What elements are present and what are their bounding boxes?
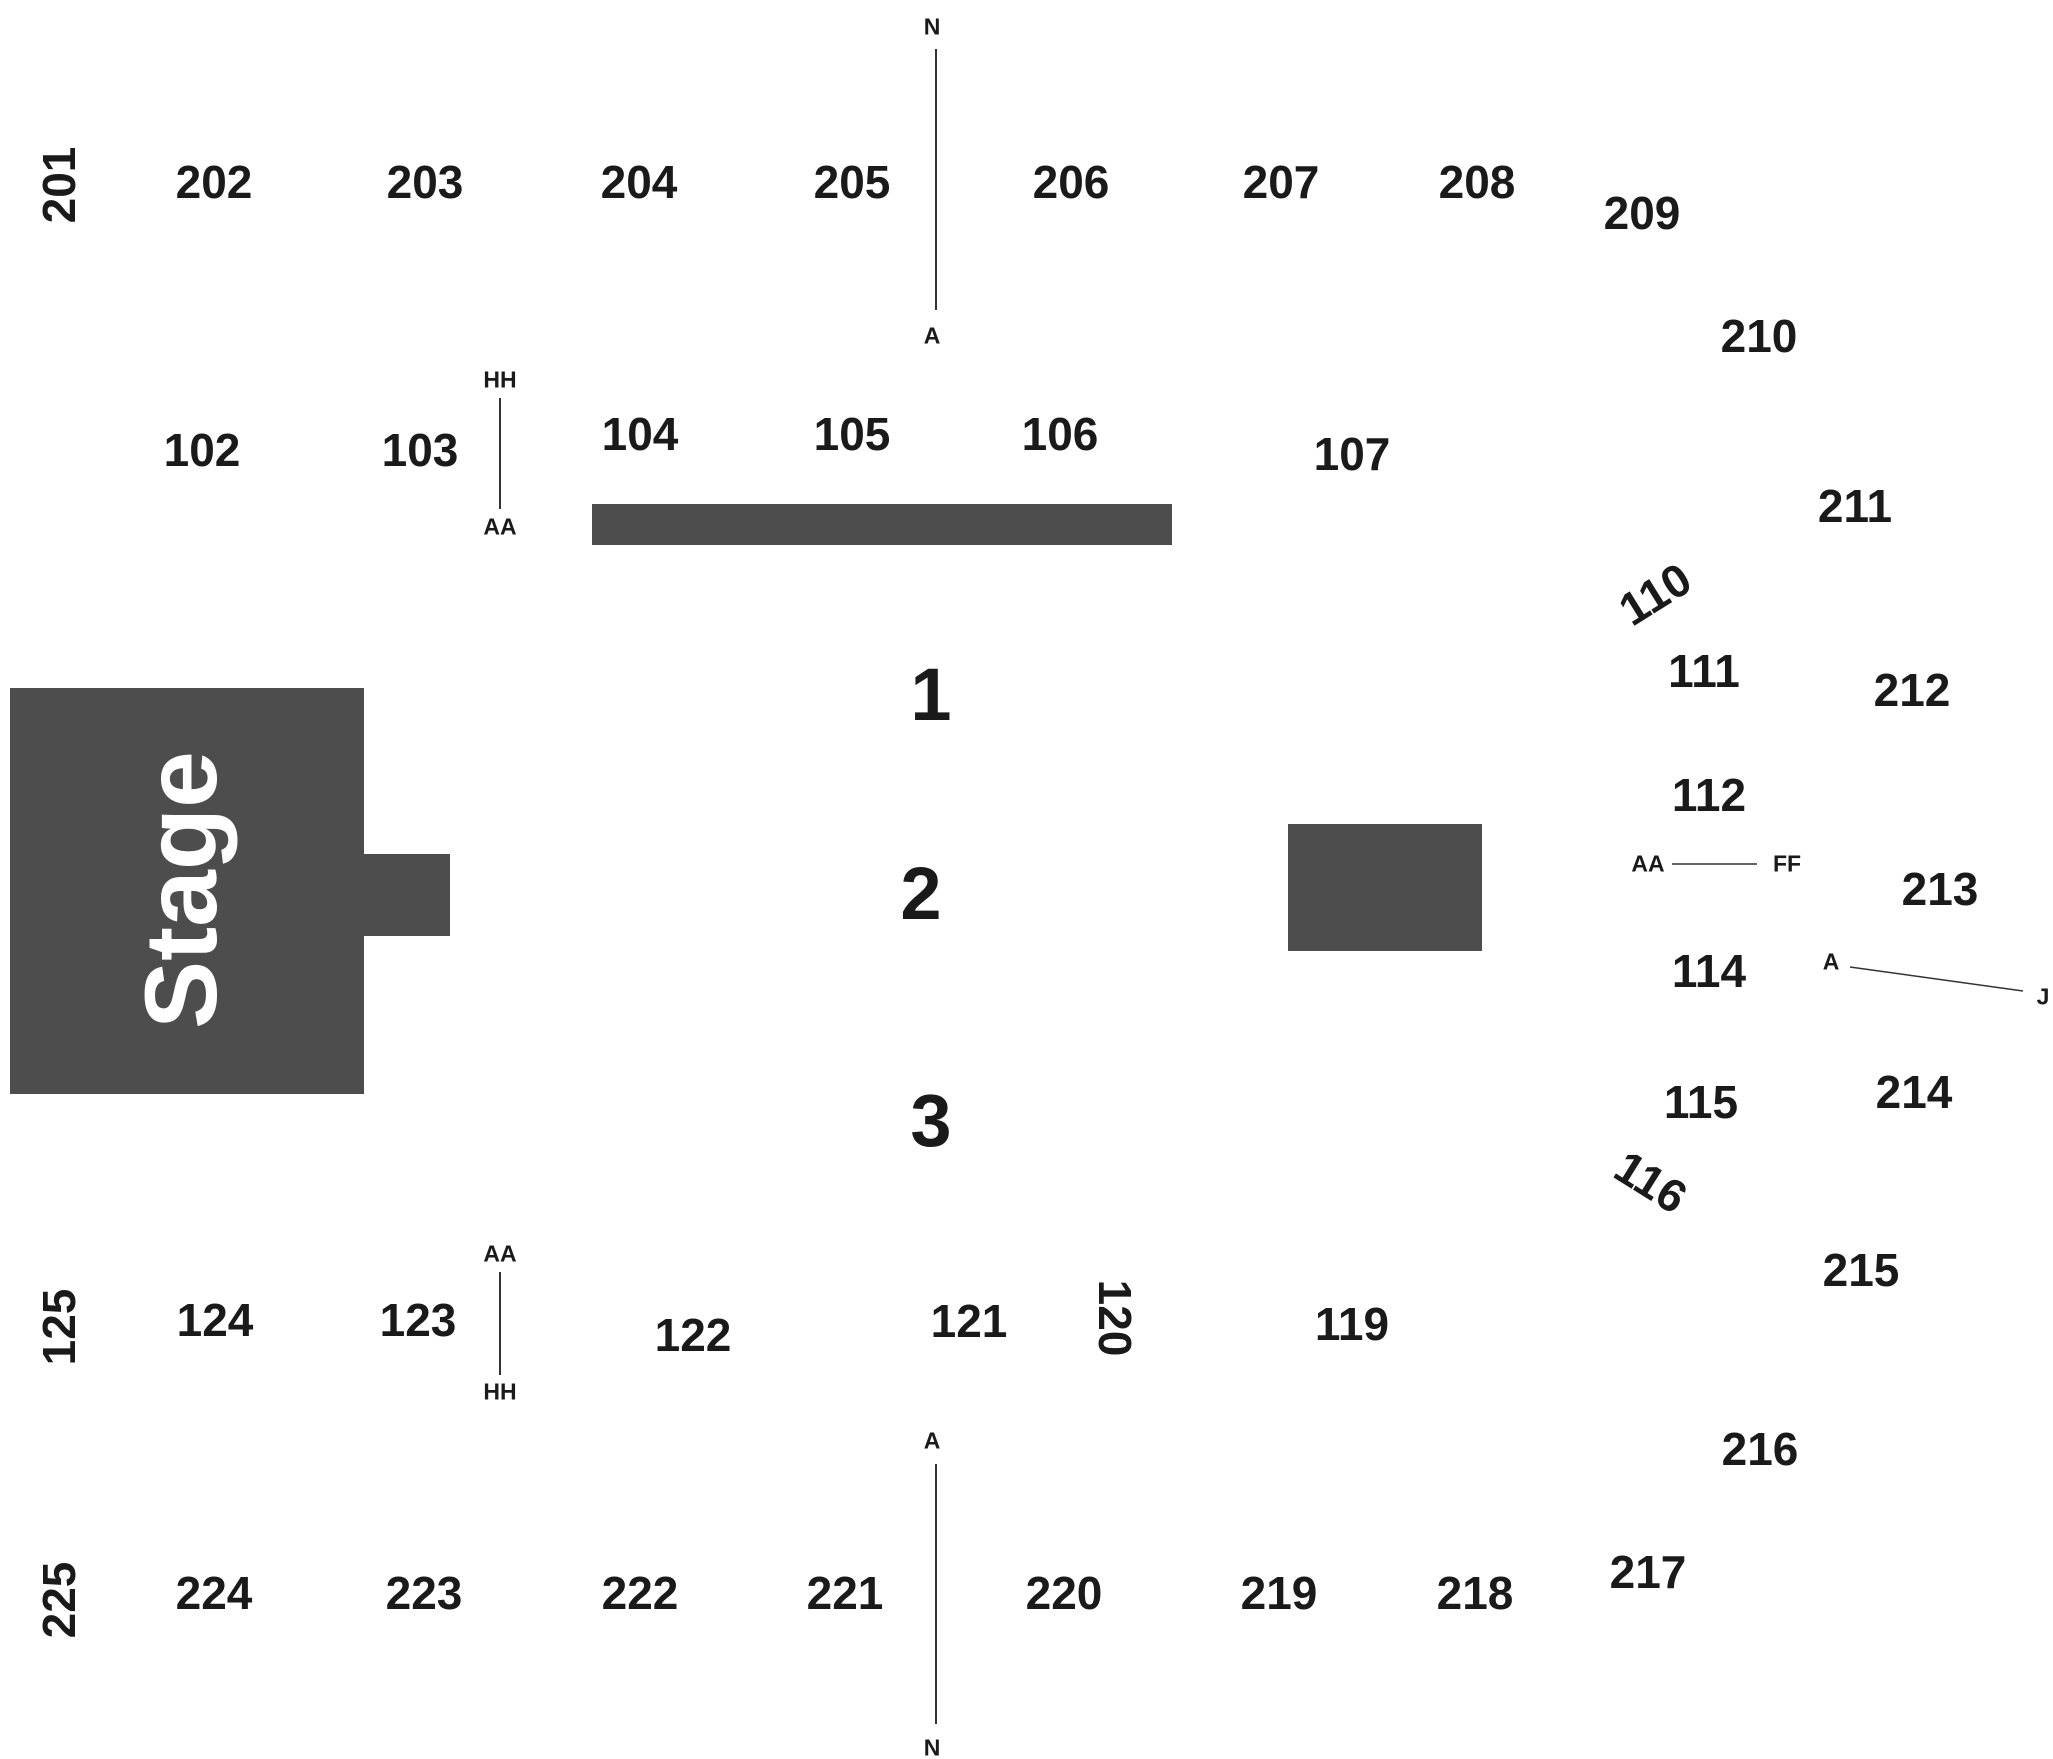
row-marker-213-j: J xyxy=(2036,983,2050,1010)
section-120[interactable]: 120 xyxy=(1089,1279,1141,1357)
section-216[interactable]: 216 xyxy=(1721,1423,1799,1475)
section-123[interactable]: 123 xyxy=(379,1294,457,1346)
section-207[interactable]: 207 xyxy=(1242,156,1320,208)
section-209[interactable]: 209 xyxy=(1603,187,1681,239)
floor-section-3[interactable]: 3 xyxy=(910,1079,952,1162)
stage[interactable] xyxy=(10,688,364,1094)
row-marker-bottom-aisle-a: A xyxy=(923,1427,941,1454)
row-marker-bottom-aisle-n: N xyxy=(923,1734,941,1759)
section-206[interactable]: 206 xyxy=(1032,156,1110,208)
section-201[interactable]: 201 xyxy=(33,146,85,224)
section-212[interactable]: 212 xyxy=(1873,664,1951,716)
row-marker-213-a: A xyxy=(1822,948,1840,975)
section-214[interactable]: 214 xyxy=(1875,1066,1953,1118)
section-110[interactable]: 110 xyxy=(1609,552,1701,636)
soundboard-block xyxy=(1288,824,1482,951)
section-213-line xyxy=(1849,966,2024,992)
section-223[interactable]: 223 xyxy=(385,1567,463,1619)
section-221[interactable]: 221 xyxy=(806,1567,884,1619)
section-204[interactable]: 204 xyxy=(600,156,678,208)
section-222[interactable]: 222 xyxy=(601,1567,679,1619)
row-marker-top-aisle-a: A xyxy=(923,322,941,349)
floor-section-2[interactable]: 2 xyxy=(900,852,942,935)
section-217[interactable]: 217 xyxy=(1609,1546,1687,1598)
section-116[interactable]: 116 xyxy=(1605,1140,1697,1224)
row-marker-123-aa: AA xyxy=(483,1240,517,1267)
section-107[interactable]: 107 xyxy=(1313,428,1391,480)
section-219[interactable]: 219 xyxy=(1240,1567,1318,1619)
section-122[interactable]: 122 xyxy=(654,1309,732,1361)
section-210[interactable]: 210 xyxy=(1720,310,1798,362)
row-marker-112-aa: AA xyxy=(1631,850,1665,877)
section-205[interactable]: 205 xyxy=(813,156,891,208)
row-marker-103-hh: HH xyxy=(483,366,517,393)
top-rail-block xyxy=(592,504,1172,545)
section-218[interactable]: 218 xyxy=(1436,1567,1514,1619)
section-121[interactable]: 121 xyxy=(930,1295,1008,1347)
row-marker-123-hh: HH xyxy=(483,1378,517,1405)
section-125[interactable]: 125 xyxy=(33,1288,85,1366)
section-220[interactable]: 220 xyxy=(1025,1567,1103,1619)
section-202[interactable]: 202 xyxy=(175,156,253,208)
section-225[interactable]: 225 xyxy=(33,1561,85,1639)
row-marker-top-aisle-n: N xyxy=(923,13,941,40)
section-211[interactable]: 211 xyxy=(1817,480,1893,532)
section-104[interactable]: 104 xyxy=(601,408,679,460)
section-208[interactable]: 208 xyxy=(1438,156,1516,208)
stage-label: Stage xyxy=(124,751,238,1029)
section-106[interactable]: 106 xyxy=(1021,408,1099,460)
section-213[interactable]: 213 xyxy=(1901,863,1979,915)
section-215[interactable]: 215 xyxy=(1822,1244,1900,1296)
stage-thrust xyxy=(362,854,450,936)
section-224[interactable]: 224 xyxy=(175,1567,253,1619)
section-119[interactable]: 119 xyxy=(1314,1298,1390,1350)
section-111[interactable]: 111 xyxy=(1668,645,1740,697)
section-114[interactable]: 114 xyxy=(1671,945,1747,997)
section-115[interactable]: 115 xyxy=(1663,1076,1739,1128)
floor-section-1[interactable]: 1 xyxy=(910,653,952,736)
section-105[interactable]: 105 xyxy=(813,408,891,460)
section-203[interactable]: 203 xyxy=(386,156,464,208)
row-marker-103-aa: AA xyxy=(483,513,517,540)
section-124[interactable]: 124 xyxy=(176,1294,254,1346)
section-103[interactable]: 103 xyxy=(381,424,459,476)
row-marker-112-ff: FF xyxy=(1772,850,1802,877)
section-102[interactable]: 102 xyxy=(163,424,241,476)
section-112[interactable]: 112 xyxy=(1671,769,1747,821)
